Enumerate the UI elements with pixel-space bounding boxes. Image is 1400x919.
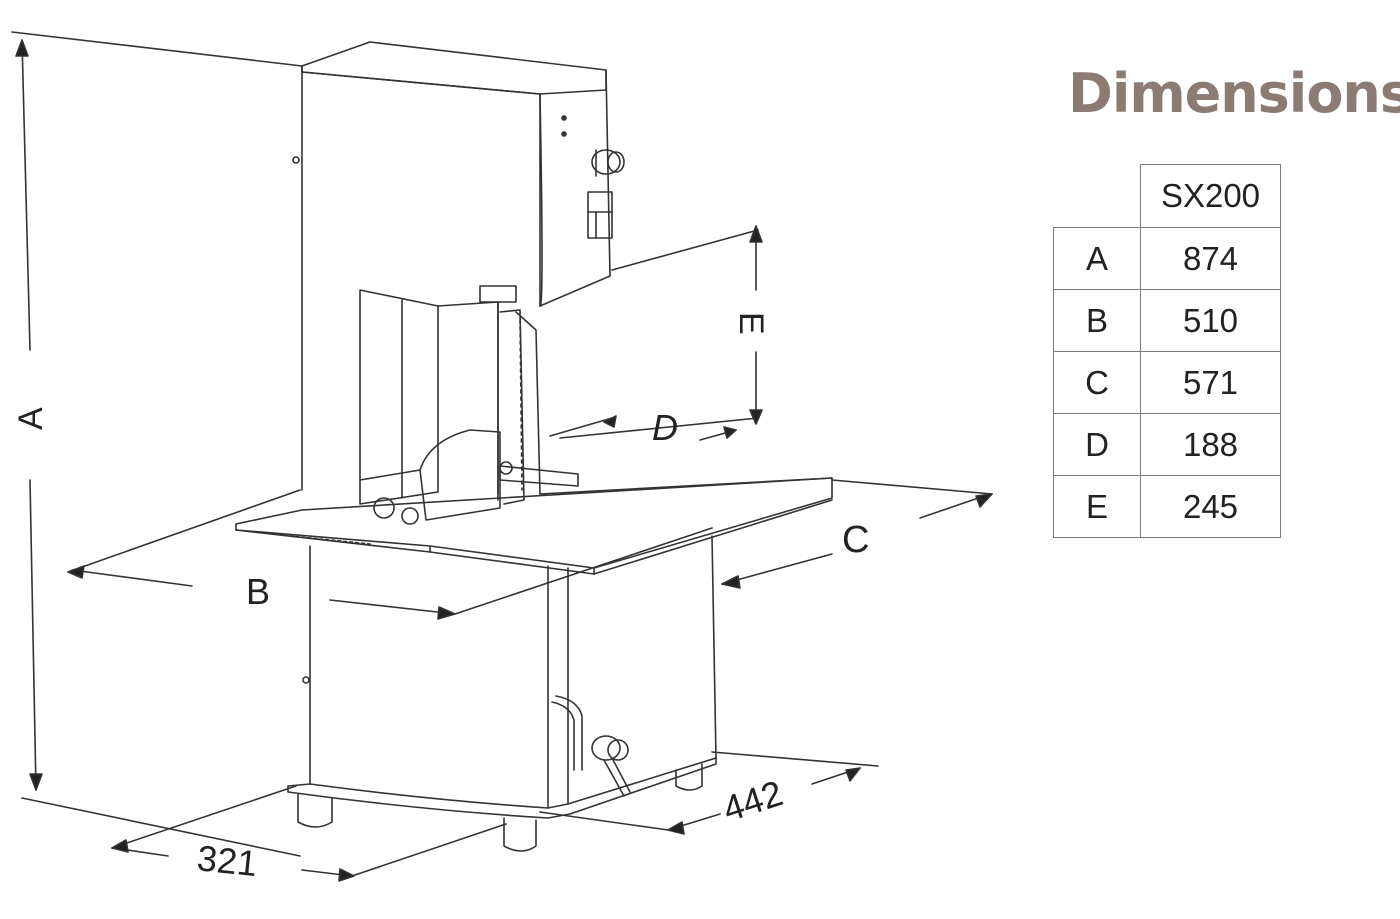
dimensions-table: SX200 A 874 B 510 C 571 D 188 E 245	[1053, 164, 1281, 538]
dimension-e-lines	[559, 225, 763, 439]
dimension-label-a: A	[12, 407, 50, 430]
dimension-label-b: B	[246, 571, 270, 612]
dimension-label-c: C	[842, 519, 869, 561]
row-value: 510	[1140, 289, 1281, 352]
row-key: A	[1053, 227, 1141, 290]
lower-cabinet	[287, 535, 717, 852]
dimension-width-lines	[111, 785, 507, 882]
table-row: A 874	[1053, 227, 1281, 290]
row-key: E	[1053, 475, 1141, 538]
dimension-label-width: 321	[195, 837, 259, 884]
row-value: 188	[1140, 413, 1281, 476]
dimension-b-lines	[67, 489, 713, 620]
table-row: B 510	[1053, 289, 1281, 352]
row-key: B	[1053, 289, 1141, 352]
dimensions-title: Dimensions	[1068, 62, 1400, 125]
row-value: 245	[1140, 475, 1281, 538]
table-header-blank	[1054, 165, 1141, 228]
dimension-c-lines	[721, 479, 993, 589]
row-value: 874	[1140, 227, 1281, 290]
table-row: C 571	[1053, 351, 1281, 414]
dimension-d-lines	[549, 415, 737, 441]
row-key: C	[1053, 351, 1141, 414]
dimension-label-depth: 442	[718, 772, 788, 830]
saw-table	[235, 477, 833, 575]
dimension-label-e: E	[732, 312, 770, 335]
dimension-label-d: D	[652, 407, 678, 448]
table-header-model: SX200	[1140, 164, 1281, 228]
table-row: E 245	[1053, 475, 1281, 538]
row-value: 571	[1140, 351, 1281, 414]
row-key: D	[1053, 413, 1141, 476]
dimension-a-lines	[11, 31, 303, 857]
upper-housing	[292, 41, 625, 491]
table-header-row: SX200	[1054, 164, 1281, 228]
blade-guard	[359, 285, 579, 525]
dimension-depth-lines	[539, 751, 879, 835]
table-row: D 188	[1053, 413, 1281, 476]
